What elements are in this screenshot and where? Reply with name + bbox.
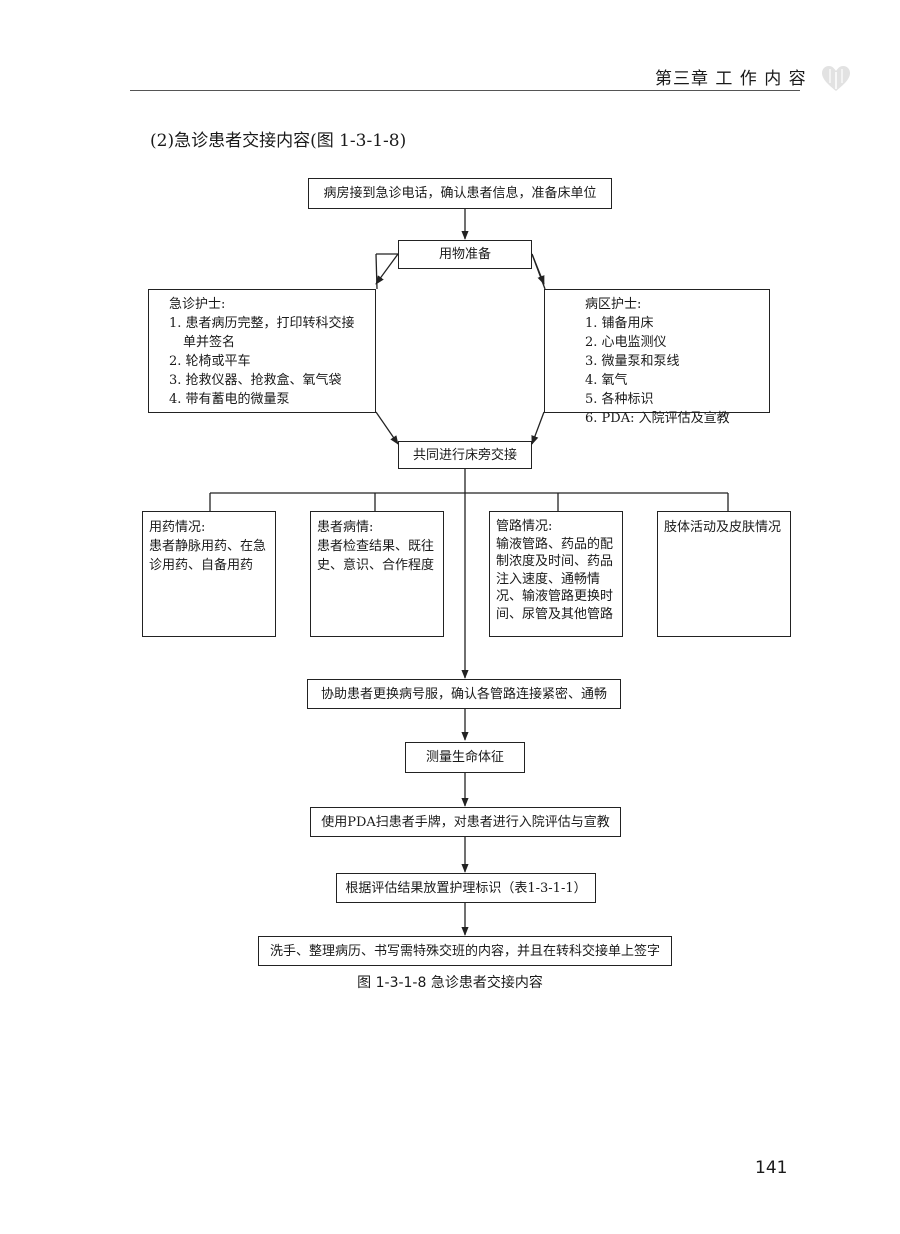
ward-nurse-item: 2. 心电监测仪 [585, 335, 667, 350]
supplies-prep-box: 用物准备 [398, 240, 532, 269]
ward-nurse-item: 3. 微量泵和泵线 [585, 354, 680, 369]
final-step-text: 洗手、整理病历、书写需特殊交班的内容，并且在转科交接单上签字 [269, 943, 660, 959]
supplies-prep-text: 用物准备 [438, 247, 491, 262]
er-nurse-item: 单并签名 [183, 335, 236, 350]
nursing-label-text: 根据评估结果放置护理标识（表1-3-1-1） [345, 880, 587, 896]
ward-nurse-title: 病区护士: [585, 297, 642, 312]
page-number: 141 [755, 1158, 788, 1178]
ward-nurse-item: 4. 氧气 [585, 373, 628, 388]
flow-start-text: 病房接到急诊电话，确认患者信息，准备床单位 [323, 186, 597, 201]
chapter-title: 第三章 工 作 内 容 [655, 69, 807, 89]
gown-check-text: 协助患者更换病号服，确认各管路连接紧密、通畅 [320, 686, 607, 702]
handover-box: 共同进行床旁交接 [398, 441, 532, 469]
tubes-body: 输液管路、药品的配制浓度及时间、药品注入速度、通畅情况、输液管路更换时间、尿管及… [496, 536, 614, 622]
medication-title: 用药情况: [149, 520, 206, 535]
header-rule [130, 90, 800, 91]
er-nurse-title: 急诊护士: [169, 297, 226, 312]
pda-assessment-text: 使用PDA扫患者手牌，对患者进行入院评估与宣教 [321, 814, 610, 830]
ward-nurse-item: 1. 铺备用床 [585, 316, 654, 331]
tubes-title: 管路情况: [496, 519, 553, 534]
ward-nurse-box: 病区护士: 1. 铺备用床 2. 心电监测仪 3. 微量泵和泵线 4. 氧气 5… [544, 289, 770, 426]
er-nurse-item: 4. 带有蓄电的微量泵 [169, 392, 290, 407]
condition-title: 患者病情: [317, 520, 374, 535]
er-nurse-item: 2. 轮椅或平车 [169, 354, 251, 369]
skin-box: 肢体活动及皮肤情况 [657, 511, 791, 637]
heart-icon [822, 66, 850, 92]
medication-box: 用药情况: 患者静脉用药、在急诊用药、自备用药 [142, 511, 276, 637]
condition-body: 患者检查结果、既往史、意识、合作程度 [317, 539, 435, 573]
condition-box: 患者病情: 患者检查结果、既往史、意识、合作程度 [310, 511, 444, 637]
er-nurse-box: 急诊护士: 1. 患者病历完整，打印转科交接 单并签名 2. 轮椅或平车 3. … [148, 289, 376, 413]
final-step-box: 洗手、整理病历、书写需特殊交班的内容，并且在转科交接单上签字 [258, 936, 672, 966]
vital-signs-text: 测量生命体征 [425, 750, 504, 765]
flow-start-box: 病房接到急诊电话，确认患者信息，准备床单位 [308, 178, 612, 209]
ward-nurse-item: 6. PDA: 入院评估及宣教 [585, 411, 730, 426]
er-nurse-item: 1. 患者病历完整，打印转科交接 [169, 316, 355, 331]
gown-check-box: 协助患者更换病号服，确认各管路连接紧密、通畅 [307, 679, 621, 709]
figure-caption: 图 1-3-1-8 急诊患者交接内容 [357, 975, 543, 991]
nursing-label-box: 根据评估结果放置护理标识（表1-3-1-1） [336, 873, 596, 903]
vital-signs-box: 测量生命体征 [405, 742, 525, 773]
handover-text: 共同进行床旁交接 [412, 447, 517, 463]
pda-assessment-box: 使用PDA扫患者手牌，对患者进行入院评估与宣教 [310, 807, 621, 837]
skin-title: 肢体活动及皮肤情况 [664, 520, 782, 535]
tubes-box: 管路情况: 输液管路、药品的配制浓度及时间、药品注入速度、通畅情况、输液管路更换… [489, 511, 623, 637]
ward-nurse-item: 5. 各种标识 [585, 392, 654, 407]
medication-body: 患者静脉用药、在急诊用药、自备用药 [149, 539, 267, 573]
er-nurse-item: 3. 抢救仪器、抢救盒、氧气袋 [169, 373, 342, 388]
section-title: (2)急诊患者交接内容(图 1-3-1-8) [150, 131, 407, 151]
